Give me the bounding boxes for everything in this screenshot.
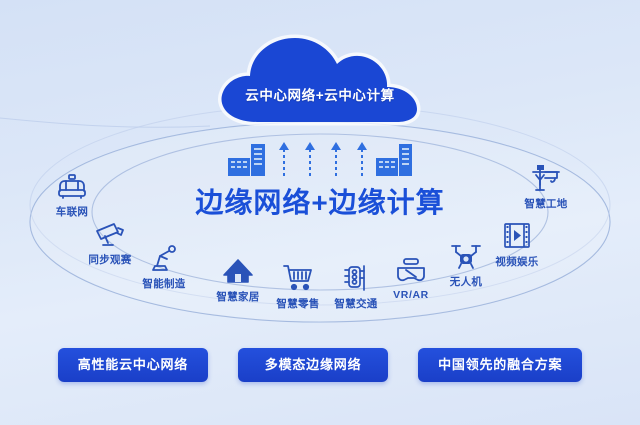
scenario-node-construction[interactable]: 智慧工地 <box>509 162 583 211</box>
film-play-icon <box>500 220 534 252</box>
buildings-arrows-icon <box>228 142 412 176</box>
scenario-label: 智慧零售 <box>276 298 320 310</box>
scenario-node-vr-ar[interactable]: VR/AR <box>374 255 448 301</box>
bottom-button-row: 高性能云中心网络 多模态边缘网络 中国领先的融合方案 <box>0 348 640 382</box>
scenario-label: 智慧家居 <box>216 291 260 303</box>
scenario-label: 车联网 <box>55 206 89 218</box>
cloud-shape: 云中心网络+云中心计算 <box>213 30 427 130</box>
scenario-label: 智能制造 <box>142 278 186 290</box>
house-icon <box>221 255 255 287</box>
cloud-icon <box>218 34 421 126</box>
cctv-camera-icon <box>93 218 127 250</box>
scenario-node-traffic[interactable]: 智慧交通 <box>319 262 393 311</box>
page-title: 边缘网络+边缘计算 <box>195 187 445 218</box>
scenario-label: 智慧交通 <box>334 298 378 310</box>
scenario-label: 无人机 <box>449 276 483 288</box>
button-multi-modal-edge[interactable]: 多模态边缘网络 <box>238 348 389 382</box>
shopping-cart-icon <box>281 262 315 294</box>
scenario-node-live-sports[interactable]: 同步观赛 <box>73 218 147 267</box>
scenario-node-drone[interactable]: 无人机 <box>429 240 503 289</box>
drone-icon <box>449 240 483 272</box>
traffic-light-icon <box>339 262 373 294</box>
scenario-label: 智慧工地 <box>524 198 568 210</box>
vr-goggles-icon <box>394 255 428 287</box>
scenario-label: 视频娱乐 <box>495 256 539 268</box>
scenario-node-video[interactable]: 视频娱乐 <box>480 220 554 269</box>
button-leading-solution[interactable]: 中国领先的融合方案 <box>418 348 583 382</box>
button-high-perf-cloud[interactable]: 高性能云中心网络 <box>57 348 209 382</box>
scenario-label: VR/AR <box>393 289 429 301</box>
scenario-label: 同步观赛 <box>88 254 132 266</box>
scenario-node-manufacturing[interactable]: 智能制造 <box>127 242 201 291</box>
crane-icon <box>529 162 563 194</box>
robot-arm-icon <box>147 242 181 274</box>
car-icon <box>55 170 89 202</box>
scenario-node-retail[interactable]: 智慧零售 <box>261 262 335 311</box>
scenario-node-smart-home[interactable]: 智慧家居 <box>201 255 275 304</box>
cloud-label: 云中心网络+云中心计算 <box>245 88 395 103</box>
city-and-uplink-arrows <box>228 140 412 176</box>
scenario-node-iov[interactable]: 车联网 <box>35 170 109 219</box>
